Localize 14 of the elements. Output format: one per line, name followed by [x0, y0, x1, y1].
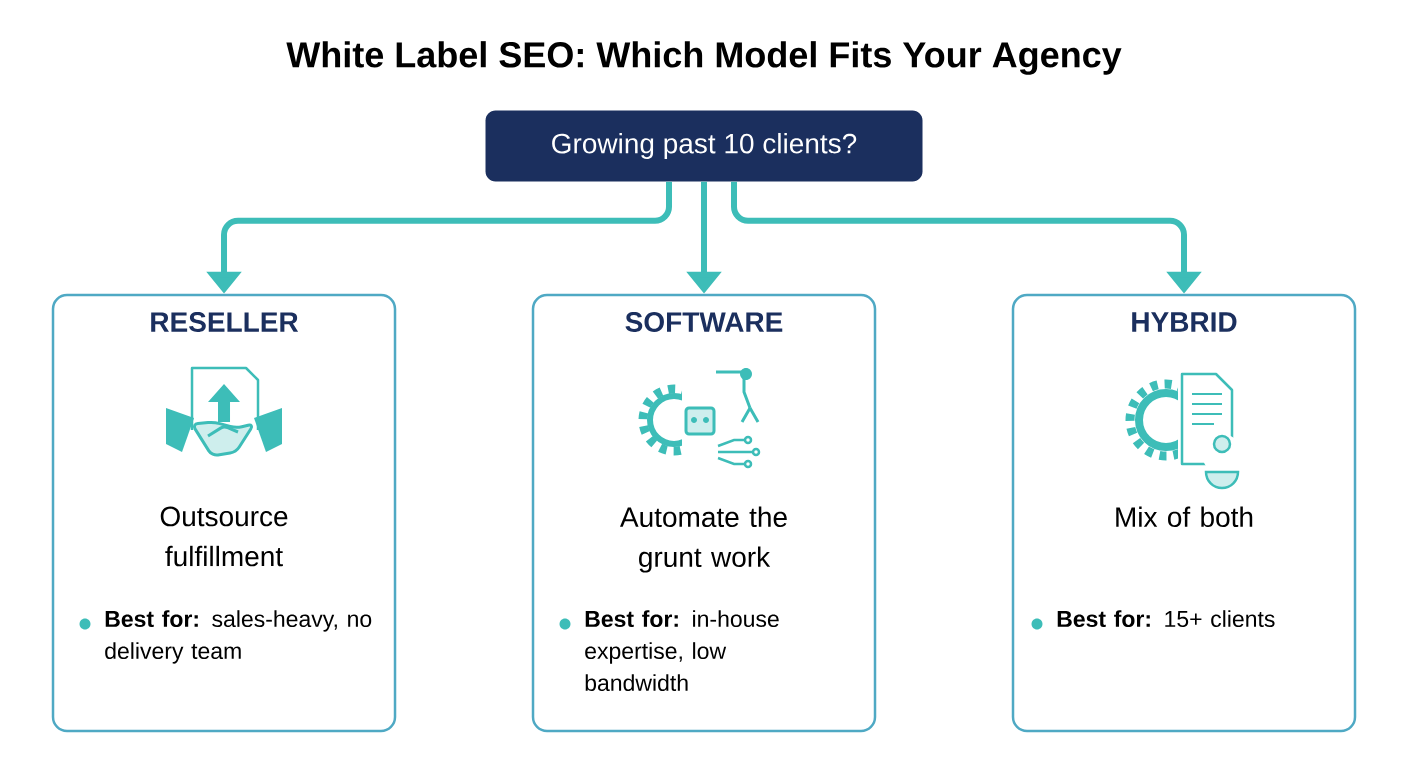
card-heading: SOFTWARE [625, 312, 783, 332]
card-description: Mix of both [1116, 506, 1253, 528]
card-description: Outsource fulfillment [160, 506, 288, 567]
card [531, 293, 877, 733]
card-description: Automate the grunt work [620, 506, 787, 573]
bullet-text: Best for: sales-heavy, no delivery team [105, 610, 372, 664]
card [51, 293, 397, 733]
bullet-text: Best for: 15+ clients [1057, 610, 1275, 628]
bullet-text: Best for: in-house expertise, low bandwidth [585, 610, 779, 692]
question-box: Growing past 10 clients? [485, 110, 923, 182]
card-heading: RESELLER [151, 312, 299, 332]
card-heading: HYBRID [1132, 312, 1237, 332]
card [1011, 293, 1357, 733]
title: White Label SEO: Which Model Fits Your Agency [286, 41, 1122, 75]
